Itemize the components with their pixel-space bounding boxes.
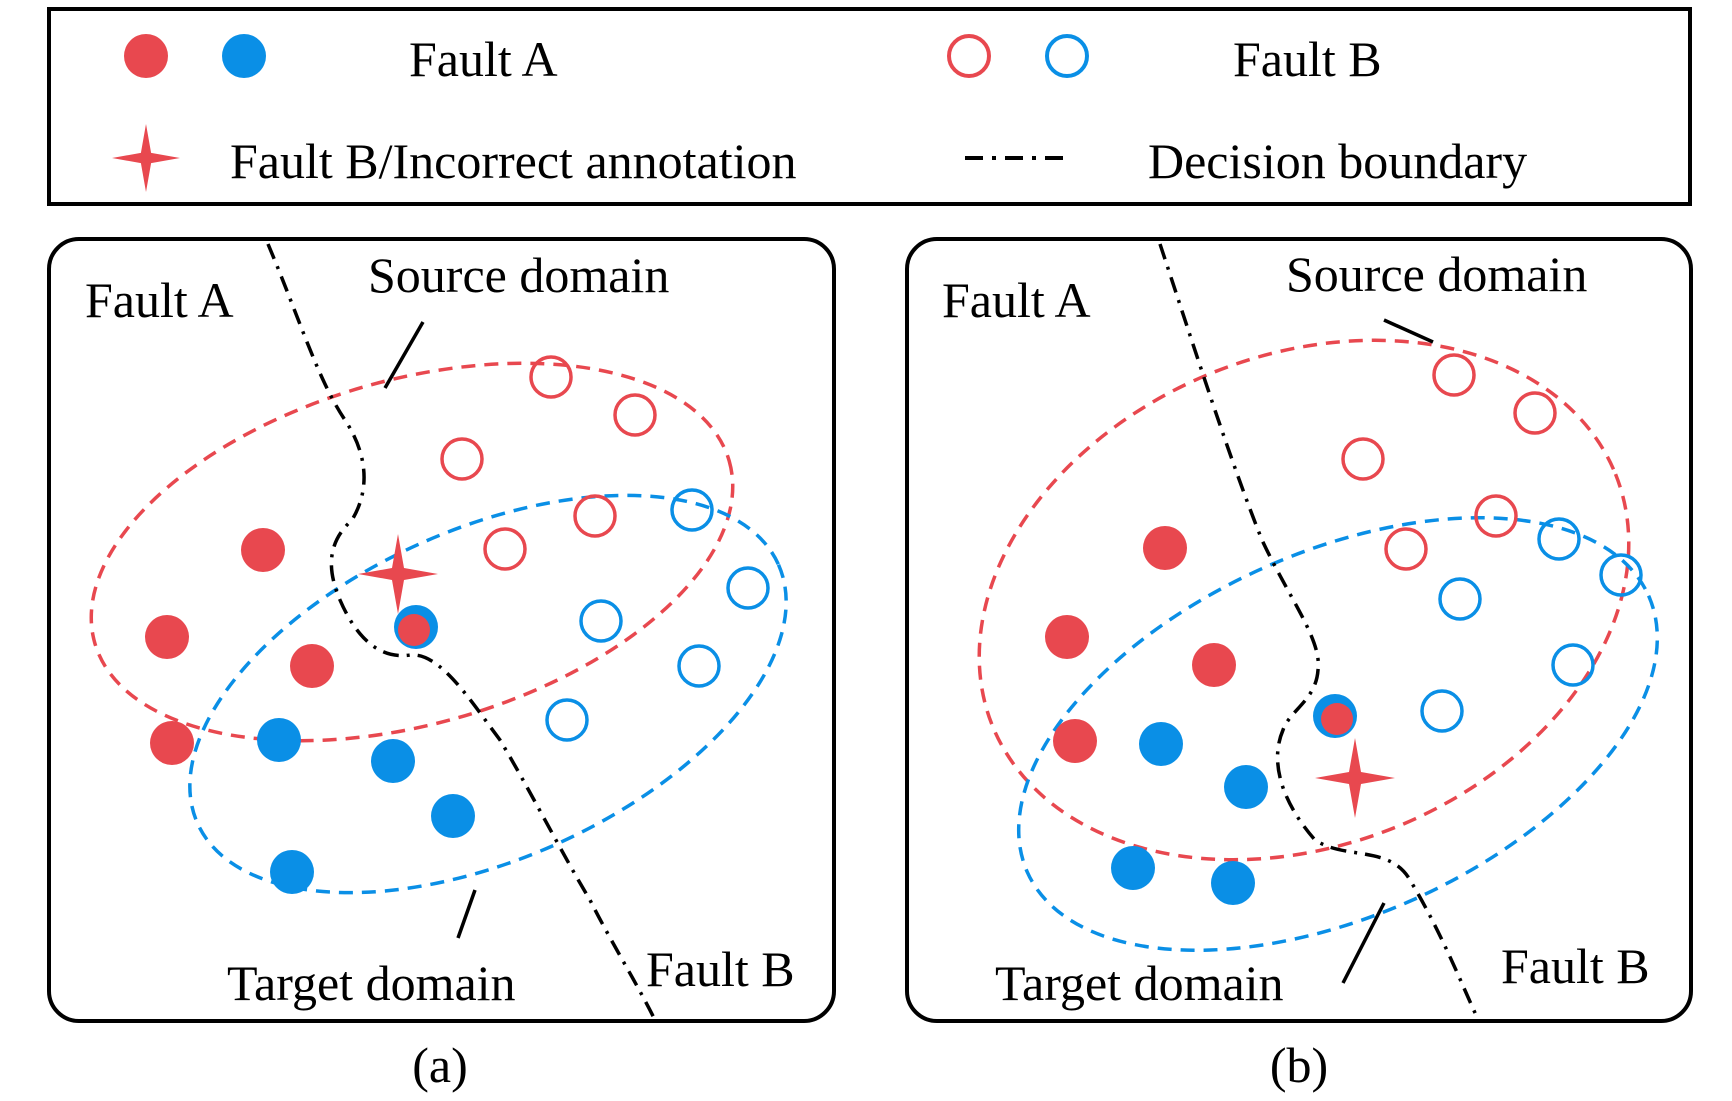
panel-a-frame bbox=[47, 237, 836, 1023]
panel-b-blue-dot bbox=[1111, 846, 1155, 890]
legend-fault-b: Fault B bbox=[1233, 31, 1382, 87]
legend-decision-boundary: Decision boundary bbox=[1148, 133, 1527, 189]
panel-a-red-ring bbox=[483, 527, 527, 571]
panel-a-decision-boundary bbox=[266, 243, 657, 1021]
panel-b-blue-ring bbox=[1438, 577, 1482, 621]
panel-a-fault-a-label: Fault A bbox=[85, 272, 234, 328]
panel-a-target-pointer bbox=[456, 889, 477, 939]
panel-b-fault-b-label: Fault B bbox=[1501, 938, 1650, 994]
panel-b-fault-a-label: Fault A bbox=[942, 272, 1091, 328]
panel-a-blue-dot bbox=[371, 739, 415, 783]
legend-red-ring-icon bbox=[947, 34, 991, 78]
panel-b-frame bbox=[905, 237, 1693, 1023]
panel-a-caption: (a) bbox=[412, 1037, 468, 1093]
panel-a-star-icon bbox=[358, 534, 438, 614]
legend-blue-dot-icon bbox=[222, 34, 266, 78]
panel-a: Fault A Source domain Target domain Faul… bbox=[47, 237, 836, 1023]
panel-b-blue-ring bbox=[1420, 689, 1464, 733]
panel-a-red-dot bbox=[241, 528, 285, 572]
panel-a-overlap-red-dot bbox=[398, 614, 430, 646]
legend-fault-a: Fault A bbox=[409, 31, 558, 87]
panel-a-blue-ring bbox=[726, 566, 770, 610]
legend-red-dot-icon bbox=[124, 34, 168, 78]
panel-b-red-dot bbox=[1053, 719, 1097, 763]
legend: Fault A Fault B Fault B/Incorrect annota… bbox=[47, 7, 1692, 206]
panel-b-blue-dot bbox=[1211, 861, 1255, 905]
panel-a-target-label: Target domain bbox=[227, 955, 516, 1011]
panel-a-blue-dot bbox=[270, 850, 314, 894]
panel-b-blue-ring bbox=[1551, 643, 1595, 687]
panel-b-target-ellipse bbox=[1016, 515, 1660, 953]
panel-a-blue-dot bbox=[431, 794, 475, 838]
panel-b-blue-dot bbox=[1224, 765, 1268, 809]
panel-a-blue-ring bbox=[579, 599, 623, 643]
panel-a-target-ellipse bbox=[188, 493, 788, 895]
panel-b-source-label: Source domain bbox=[1286, 246, 1587, 302]
panel-a-blue-ring bbox=[677, 644, 721, 688]
panel-b-source-pointer bbox=[1383, 318, 1434, 344]
panel-a-red-dot bbox=[145, 615, 189, 659]
panel-b-blue-ring bbox=[1537, 517, 1581, 561]
panel-b-star-icon bbox=[1315, 738, 1395, 818]
panel-a-blue-ring bbox=[670, 488, 714, 532]
panel-a-red-dot bbox=[290, 644, 334, 688]
panel-a-source-pointer bbox=[383, 321, 425, 389]
panel-b-caption: (b) bbox=[1270, 1037, 1328, 1093]
panel-a-blue-dot bbox=[257, 718, 301, 762]
panel-b-overlap-red-dot bbox=[1321, 703, 1353, 735]
panel-b-blue-dot bbox=[1139, 722, 1183, 766]
panel-b-target-pointer bbox=[1341, 902, 1386, 984]
panel-b-blue-ring bbox=[1599, 553, 1643, 597]
panel-b-target-label: Target domain bbox=[995, 955, 1284, 1011]
panel-b-red-ring bbox=[1432, 353, 1476, 397]
panel-a-red-dot bbox=[150, 721, 194, 765]
panel-b: Fault A Source domain Target domain Faul… bbox=[905, 237, 1693, 1023]
panel-a-red-ring bbox=[573, 494, 617, 538]
panel-b-source-ellipse bbox=[977, 338, 1631, 862]
panel-b-red-dot bbox=[1143, 526, 1187, 570]
panel-b-red-dot bbox=[1045, 615, 1089, 659]
panel-a-red-ring bbox=[529, 355, 573, 399]
panel-b-red-ring bbox=[1384, 527, 1428, 571]
panel-a-source-ellipse bbox=[89, 361, 735, 743]
panel-a-fault-b-label: Fault B bbox=[646, 941, 795, 997]
panel-b-red-ring bbox=[1474, 494, 1518, 538]
panel-b-red-ring bbox=[1341, 437, 1385, 481]
panel-a-source-label: Source domain bbox=[368, 247, 669, 303]
panel-a-red-ring bbox=[440, 437, 484, 481]
panel-b-red-dot bbox=[1192, 643, 1236, 687]
legend-incorrect-annotation: Fault B/Incorrect annotation bbox=[230, 133, 797, 189]
legend-blue-ring-icon bbox=[1045, 34, 1089, 78]
panel-a-red-ring bbox=[613, 393, 657, 437]
panel-b-red-ring bbox=[1513, 391, 1557, 435]
panel-a-blue-ring bbox=[545, 698, 589, 742]
legend-star-icon bbox=[112, 124, 180, 192]
panel-b-decision-boundary bbox=[1158, 243, 1478, 1016]
legend-frame bbox=[47, 7, 1692, 206]
